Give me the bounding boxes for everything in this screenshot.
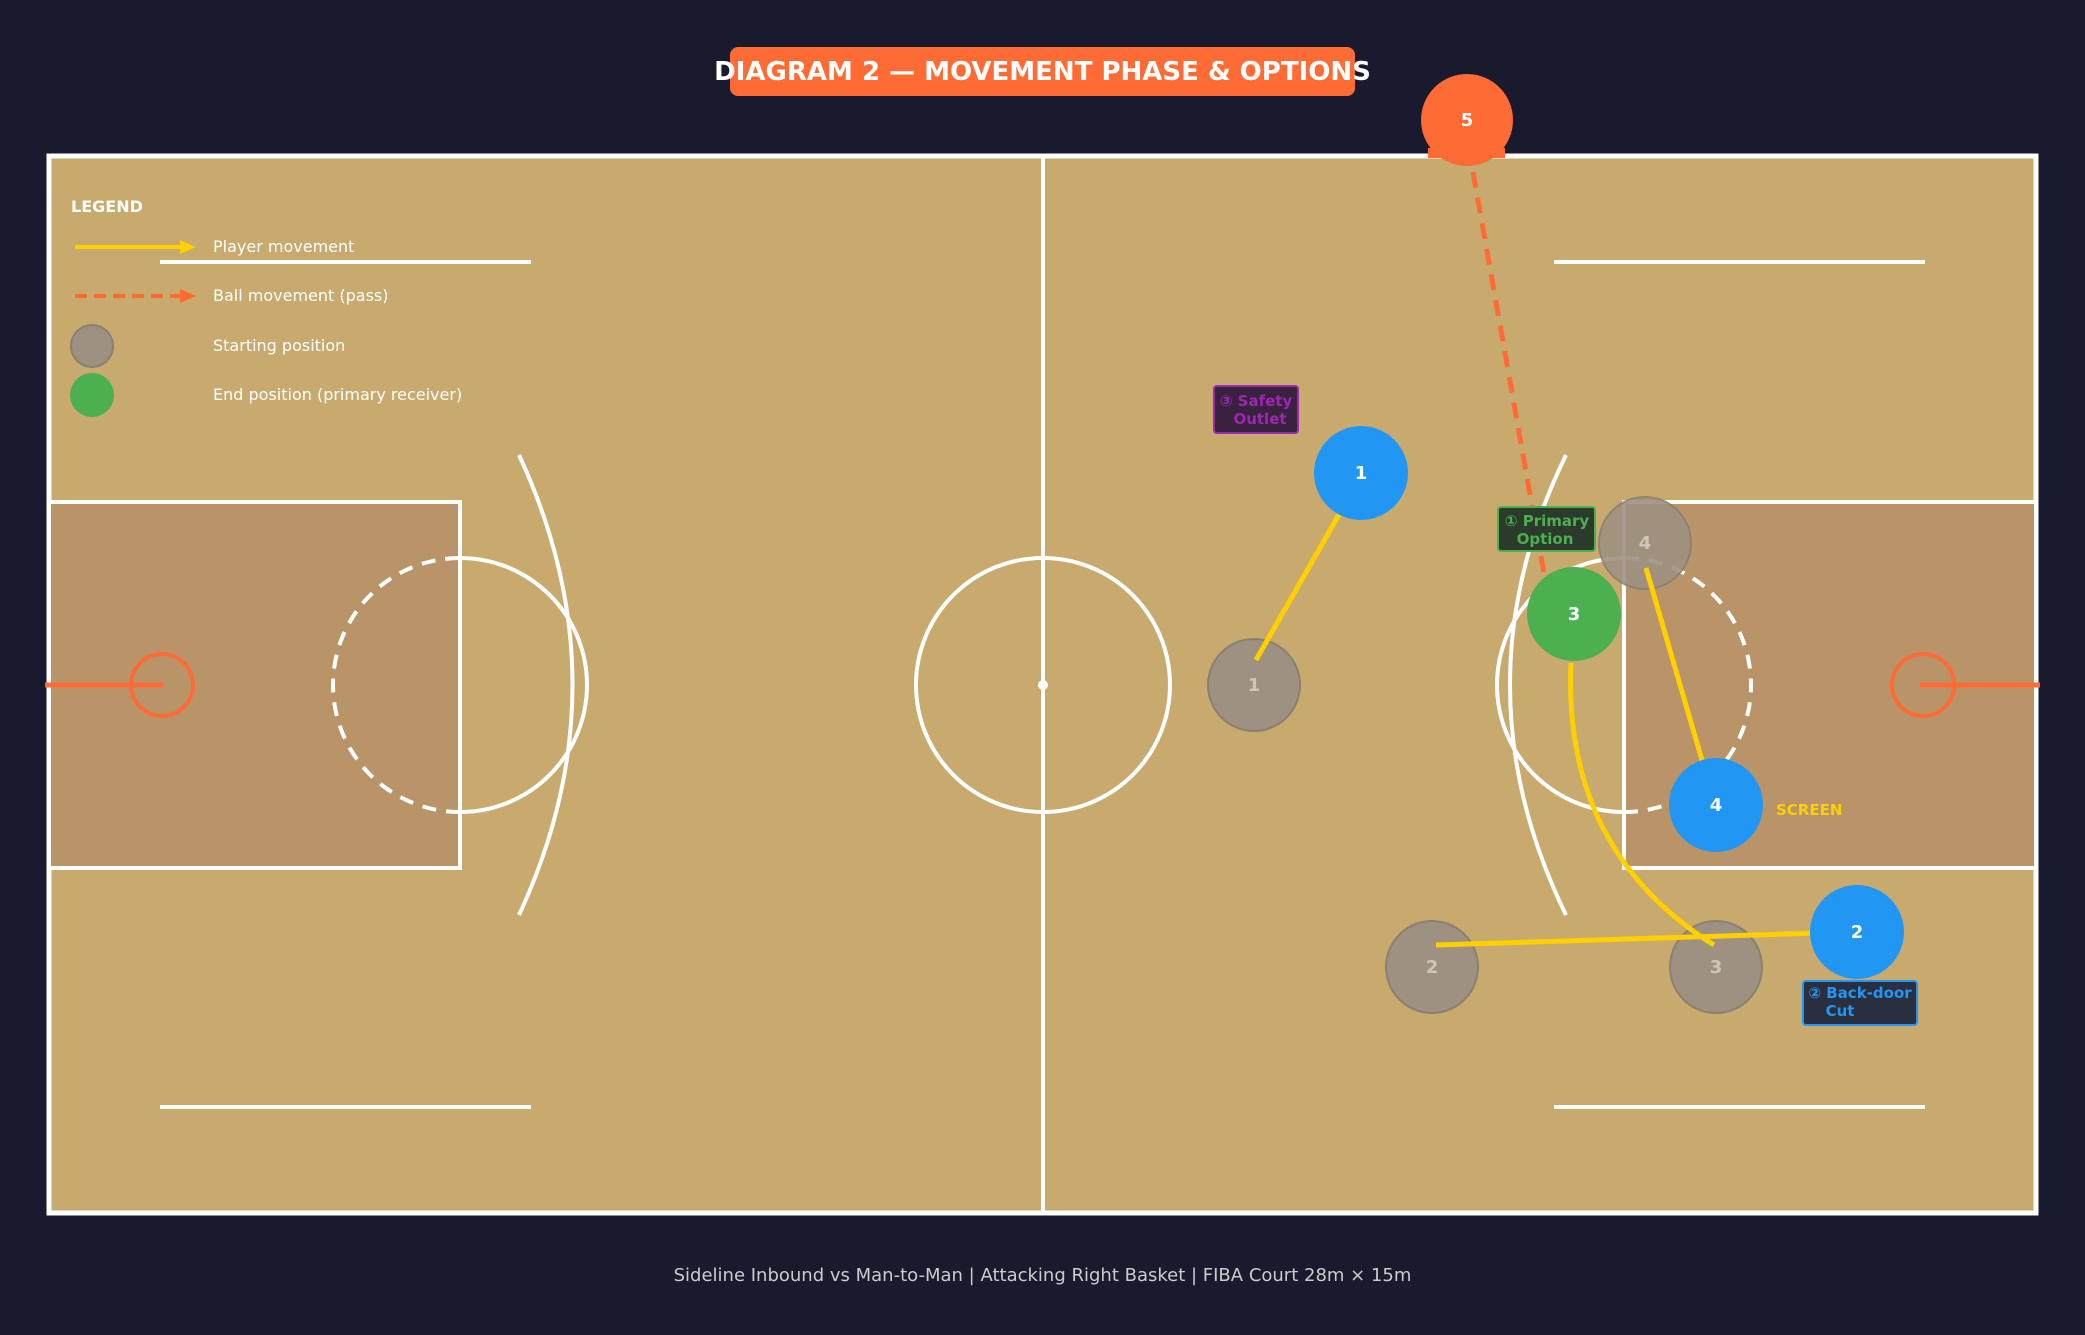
legend-heading: LEGEND: [71, 197, 143, 216]
movement-line-player-3: [1568, 662, 1716, 948]
start-player-2: 2: [1385, 920, 1479, 1014]
footer-caption: Sideline Inbound vs Man-to-Man | Attacki…: [673, 1265, 1412, 1286]
center-circle: [914, 556, 1172, 814]
legend: LEGEND Player movement Ball movement (pa…: [70, 197, 462, 417]
start-player-1-number: 1: [1248, 675, 1261, 696]
end-player-4: 4: [1669, 758, 1763, 852]
primary-option-annotation: ① Primary Option: [1497, 506, 1596, 552]
movement-line-player-1: [1253, 509, 1344, 662]
primary-option-line1: ① Primary: [1505, 512, 1590, 530]
safety-outlet-line1: ③ Safety: [1220, 392, 1293, 410]
screen-label: SCREEN: [1776, 801, 1842, 819]
diagram-title: DIAGRAM 2 — MOVEMENT PHASE & OPTIONS: [714, 47, 1371, 96]
end-player-3-number: 3: [1568, 604, 1581, 625]
end-player-3-primary-receiver: 3: [1527, 567, 1621, 661]
inbounder-player-5: 5: [1421, 74, 1513, 166]
backdoor-cut-annotation: ② Back-door Cut: [1802, 980, 1918, 1026]
primary-option-line2: Option: [1517, 530, 1574, 548]
start-player-3: 3: [1669, 920, 1763, 1014]
legend-green-circle-icon: [70, 373, 114, 417]
end-player-1: 1: [1314, 426, 1408, 520]
backdoor-cut-line2: Cut: [1826, 1002, 1855, 1020]
legend-label-player-movement: Player movement: [213, 237, 354, 256]
start-player-2-number: 2: [1426, 957, 1439, 978]
safety-outlet-annotation: ③ Safety Outlet: [1213, 385, 1299, 434]
end-player-4-number: 4: [1710, 795, 1723, 816]
end-player-2-number: 2: [1851, 922, 1864, 943]
right-hoop: [1890, 652, 1956, 718]
inbounder-number: 5: [1461, 110, 1474, 131]
start-player-3-number: 3: [1710, 957, 1723, 978]
legend-label-end-position: End position (primary receiver): [213, 385, 462, 404]
safety-outlet-line2: Outlet: [1233, 410, 1286, 428]
left-three-point-arc: [517, 454, 575, 916]
left-ft-circle-dashed: [331, 556, 461, 814]
end-player-2: 2: [1810, 885, 1904, 979]
legend-gray-circle-icon: [70, 324, 114, 368]
start-player-4: 4: [1598, 496, 1692, 590]
end-player-1-number: 1: [1355, 463, 1368, 484]
center-dot: [1038, 680, 1048, 690]
legend-solid-arrowhead-icon: [180, 240, 196, 254]
movement-line-player-2: [1435, 930, 1818, 948]
backdoor-cut-line1: ② Back-door: [1808, 984, 1912, 1002]
start-player-1: 1: [1207, 638, 1301, 732]
left-ft-circle-solid: [459, 556, 589, 814]
movement-line-player-4: [1643, 567, 1707, 768]
left-hoop: [129, 652, 195, 718]
legend-label-starting-position: Starting position: [213, 336, 345, 355]
start-player-4-number: 4: [1639, 533, 1652, 554]
legend-label-ball-movement: Ball movement (pass): [213, 286, 389, 305]
legend-dashed-arrowhead-icon: [180, 289, 196, 303]
